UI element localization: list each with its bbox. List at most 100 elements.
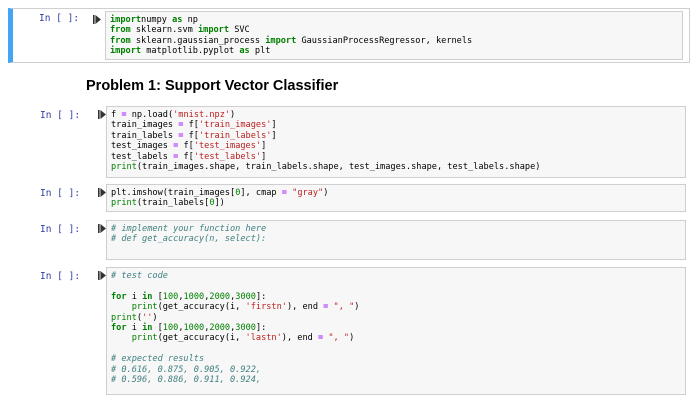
code-token: GaussianProcessRegressor, kernels: [296, 35, 473, 46]
code-line: from sklearn.svm import SVC: [110, 25, 250, 35]
code-block: f = np.load('mnist.npz') train_images = …: [111, 110, 681, 172]
code-token: ): [152, 312, 158, 323]
code-token: 0: [209, 198, 215, 209]
code-cell-test[interactable]: In [ ]: # test code for i in [100,1000,2…: [8, 267, 690, 395]
code-token: SVC: [229, 25, 250, 36]
code-line: plt.imshow(train_images[0], cmap = "gray…: [111, 188, 328, 198]
code-token: f[: [178, 141, 194, 152]
code-token: ]: [261, 151, 267, 162]
code-token: import: [110, 46, 142, 57]
code-block: # test code for i in [100,1000,2000,3000…: [111, 271, 681, 385]
code-token: 'train_labels': [198, 130, 272, 141]
code-token: =: [173, 141, 179, 152]
cell-prompt: In [ ]:: [40, 110, 81, 121]
code-token: 1000: [183, 291, 205, 302]
code-line: from sklearn.gaussian_process import Gau…: [110, 36, 472, 46]
code-token: =: [178, 120, 184, 131]
code-token: (train_images.shape, train_labels.shape,…: [136, 162, 541, 173]
code-token: (train_labels[: [136, 198, 210, 209]
code-token: ,: [178, 323, 184, 334]
code-line: importnumpy as np: [110, 15, 198, 25]
code-token: print: [131, 333, 158, 344]
code-line: train_labels = f['train_labels']: [111, 131, 277, 141]
code-cell-implement[interactable]: In [ ]: # implement your function here #…: [8, 220, 690, 260]
code-input[interactable]: # test code for i in [100,1000,2000,3000…: [106, 267, 686, 395]
code-token: ", ": [328, 333, 350, 344]
code-token: 'test_images': [193, 141, 262, 152]
code-token: ]:: [255, 323, 267, 334]
code-cell-imports[interactable]: In [ ]: importnumpy as np from sklearn.s…: [8, 8, 690, 63]
run-cell-icon[interactable]: [98, 271, 106, 280]
code-token: f[: [183, 130, 199, 141]
code-token: ,: [178, 291, 184, 302]
run-cell-icon[interactable]: [98, 110, 106, 119]
code-token: ): [349, 333, 355, 344]
code-token: # def get_accuracy(n, select):: [111, 234, 267, 245]
cell-prompt: In [ ]:: [40, 224, 81, 235]
code-line: # def get_accuracy(n, select):: [111, 234, 266, 244]
code-token: ]): [214, 198, 225, 209]
code-input[interactable]: # implement your function here # def get…: [106, 220, 686, 260]
section-heading: Problem 1: Support Vector Classifier: [86, 78, 339, 94]
code-token: np.load(: [126, 110, 174, 120]
code-token: 3000: [235, 291, 256, 302]
code-input[interactable]: plt.imshow(train_images[0], cmap = "gray…: [106, 184, 686, 212]
code-block: importnumpy as np from sklearn.svm impor…: [110, 15, 678, 57]
code-token: ]:: [255, 291, 267, 302]
code-token: ), end: [286, 302, 324, 313]
code-token: numpy: [141, 15, 173, 25]
code-token: [: [152, 323, 163, 334]
code-line: print(train_labels[0]): [111, 198, 225, 208]
code-token: print: [111, 162, 137, 173]
code-token: ], cmap: [240, 188, 282, 198]
cell-prompt: In [ ]:: [40, 188, 81, 199]
code-token: (get_accuracy(i,: [157, 302, 246, 313]
code-input[interactable]: importnumpy as np from sklearn.svm impor…: [105, 11, 683, 60]
run-cell-icon[interactable]: [98, 188, 106, 197]
code-token: print: [131, 302, 158, 313]
code-token: (get_accuracy(i,: [157, 333, 246, 344]
code-token: f[: [183, 120, 199, 131]
code-token: np: [182, 15, 198, 25]
code-token: ]: [261, 141, 267, 152]
code-token: 'lastn': [245, 333, 282, 344]
code-token: print: [111, 198, 137, 209]
code-token: 1000: [183, 323, 205, 334]
code-token: for: [111, 291, 127, 302]
cell-prompt: In [ ]:: [40, 271, 81, 282]
code-token: i: [126, 291, 143, 302]
code-input[interactable]: f = np.load('mnist.npz') train_images = …: [106, 106, 686, 178]
code-token: ]: [271, 120, 277, 131]
run-cell-icon[interactable]: [98, 224, 106, 233]
code-line: import matplotlib.pyplot as plt: [110, 46, 270, 56]
code-token: 100: [162, 291, 179, 302]
code-token: ,: [204, 291, 210, 302]
code-token: "gray": [292, 188, 324, 198]
code-line: # test code: [111, 271, 168, 281]
code-token: # expected results: [111, 354, 205, 365]
code-token: import: [110, 15, 142, 25]
code-token: (: [136, 312, 143, 323]
code-token: 100: [162, 323, 179, 334]
code-line: test_images = f['test_images']: [111, 141, 266, 151]
code-token: # test code: [111, 271, 168, 281]
code-line: # expected results: [111, 354, 204, 364]
code-token: for: [111, 323, 127, 334]
code-token: # implement your function here: [111, 224, 267, 234]
code-token: =: [121, 110, 127, 120]
run-cell-icon[interactable]: [93, 15, 101, 24]
code-token: sklearn.gaussian_process: [130, 35, 266, 46]
code-token: in: [142, 323, 153, 334]
code-token: ", ": [333, 302, 355, 313]
code-token: 'test_labels': [193, 151, 262, 162]
code-token: as: [239, 46, 250, 57]
code-line: print(get_accuracy(i, 'firstn'), end = "…: [111, 302, 360, 313]
code-line: # implement your function here: [111, 224, 266, 234]
code-line: print(get_accuracy(i, 'lastn'), end = ",…: [111, 333, 355, 344]
code-token: print: [111, 312, 137, 323]
code-token: import: [265, 35, 297, 46]
code-token: 2000: [209, 323, 231, 334]
code-cell-imshow[interactable]: In [ ]: plt.imshow(train_images[0], cmap…: [8, 184, 690, 212]
code-token: 'mnist.npz': [173, 110, 231, 120]
code-cell-load-data[interactable]: In [ ]: f = np.load('mnist.npz') train_i…: [8, 106, 690, 178]
